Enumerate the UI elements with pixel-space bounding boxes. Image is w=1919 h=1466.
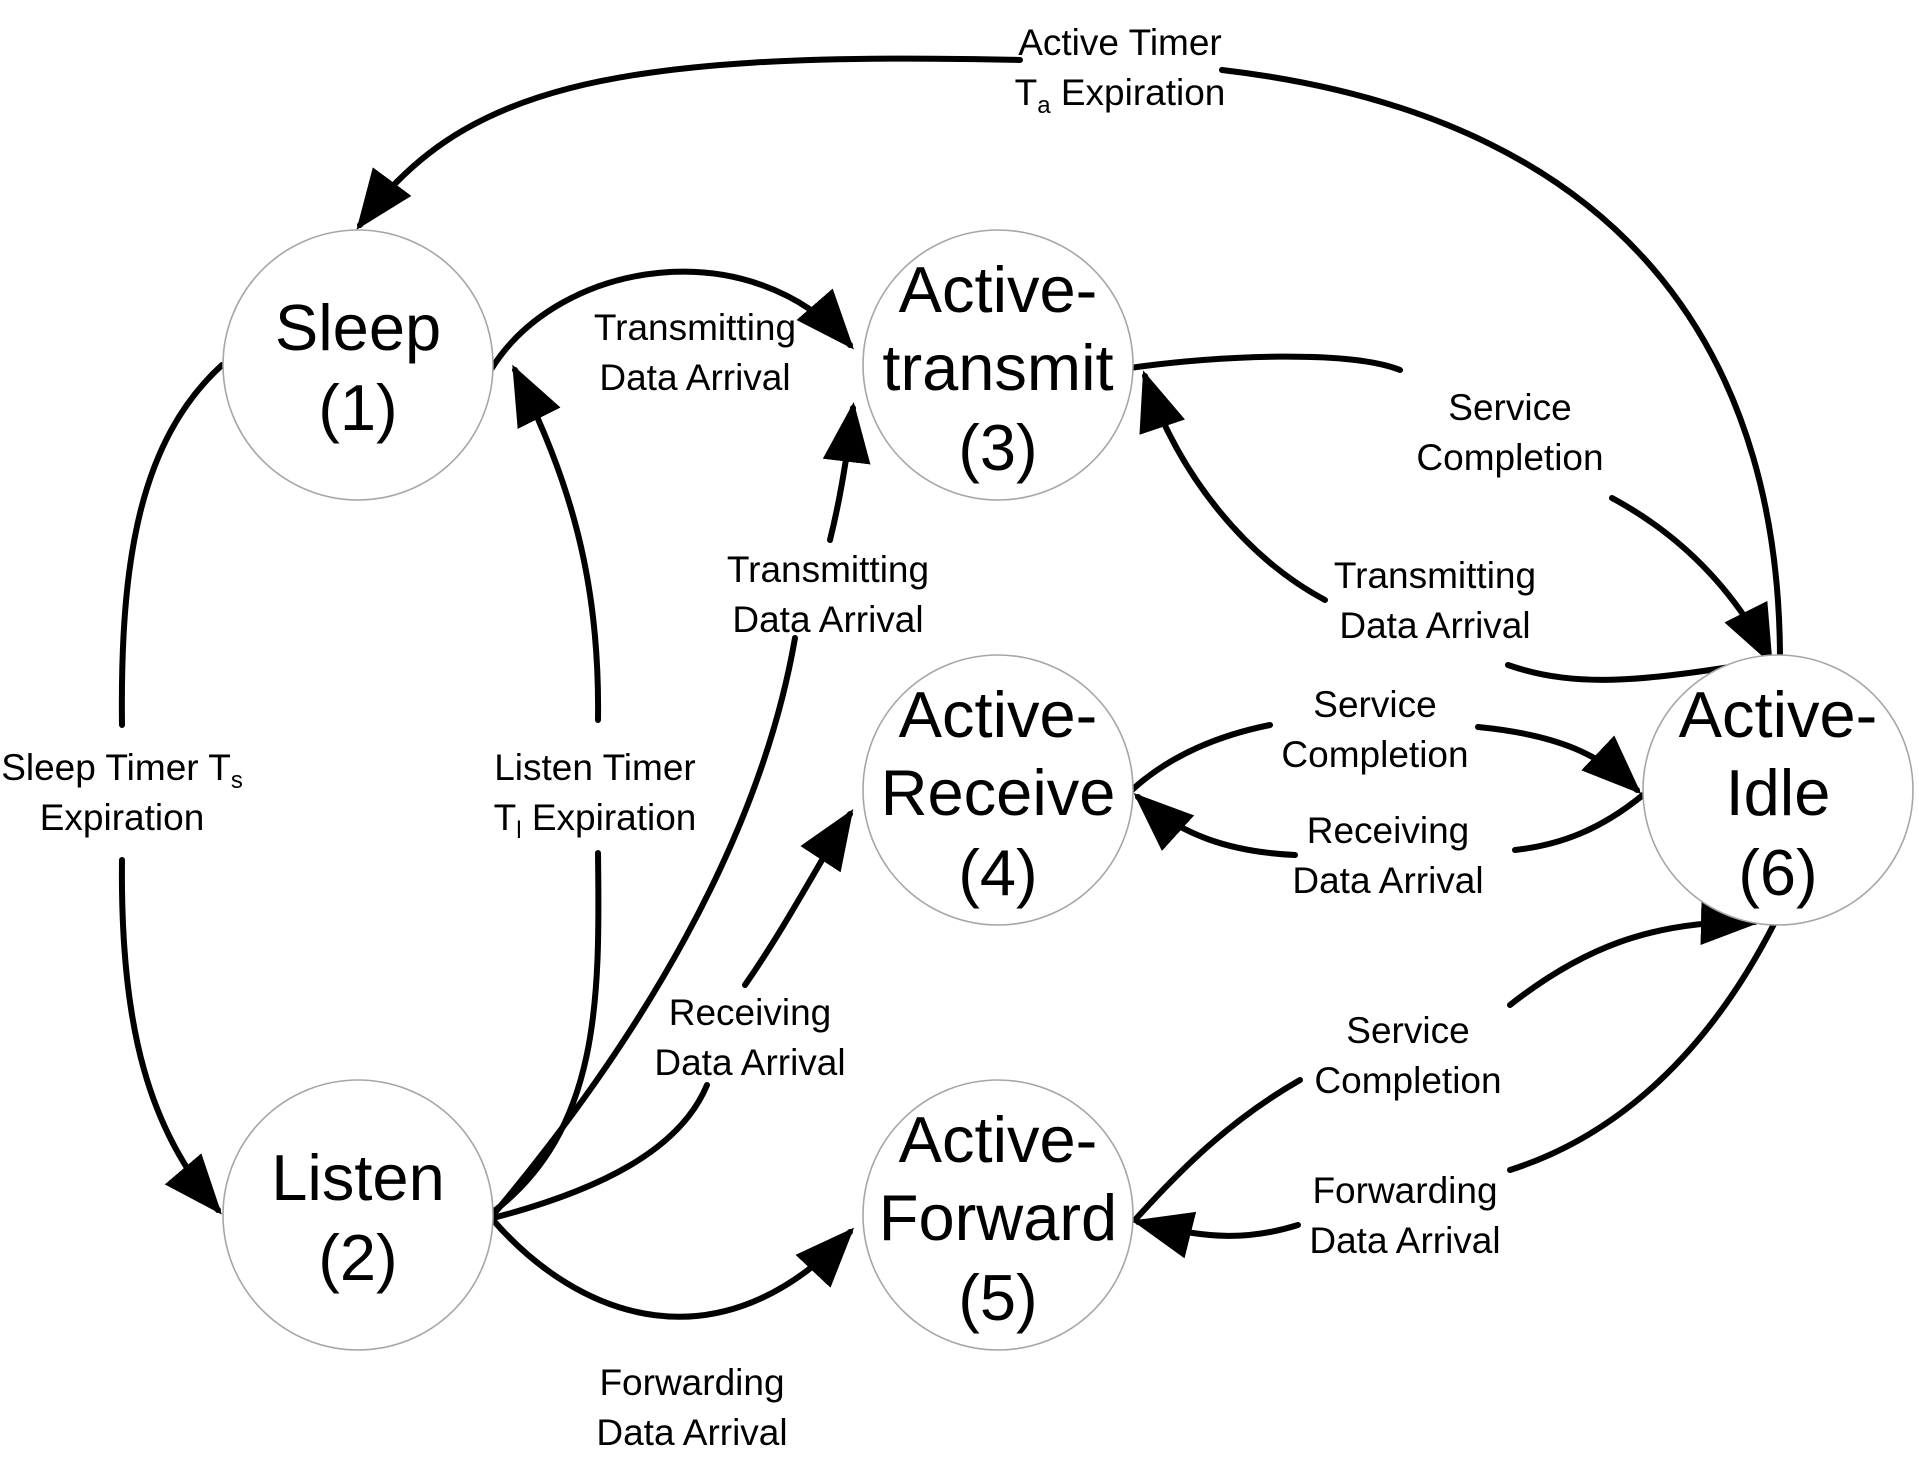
edge-transmit-service-upper: [1127, 353, 1403, 373]
edge-transmit-service-lower: [1609, 495, 1773, 666]
edge-listen-to-transmit-lower: [490, 635, 798, 1218]
state-active-transmit-number: (3): [958, 411, 1037, 484]
label-listen-to-receive: Receiving Data Arrival: [654, 992, 845, 1083]
label-listen-to-forward: Forwarding Data Arrival: [596, 1362, 787, 1453]
svg-text:Receiving: Receiving: [669, 992, 831, 1033]
svg-text:Receiving: Receiving: [1307, 810, 1469, 851]
state-listen: Listen (2): [222, 1079, 494, 1351]
edge-sleep-timer-lower: [118, 857, 222, 1215]
edge-active-timer-expiration: [356, 55, 1023, 230]
label-sleep-to-transmit: Transmitting Data Arrival: [594, 307, 796, 398]
edge-forward-service-upper: [1507, 896, 1761, 1008]
state-sleep-name: Sleep: [275, 291, 441, 364]
edge-sleep-timer-upper: [118, 362, 225, 728]
state-active-idle-line2: Idle: [1726, 756, 1831, 829]
svg-text:Transmitting: Transmitting: [1334, 555, 1536, 596]
edge-sleep-to-transmit: [489, 268, 854, 371]
svg-text:Data Arrival: Data Arrival: [1292, 860, 1483, 901]
edge-listen-to-receive-lower: [490, 1082, 710, 1221]
state-active-idle: Active- Idle (6): [1642, 654, 1914, 926]
edge-listen-to-forward: [490, 1217, 855, 1320]
edge-active-timer-expiration-tail: [1219, 67, 1783, 663]
svg-text:Service: Service: [1448, 387, 1571, 428]
svg-text:Data Arrival: Data Arrival: [732, 599, 923, 640]
svg-text:Tl Expiration: Tl Expiration: [494, 797, 697, 844]
state-active-receive-number: (4): [958, 836, 1037, 909]
svg-text:Data Arrival: Data Arrival: [596, 1412, 787, 1453]
label-forward-service: Service Completion: [1314, 1010, 1501, 1101]
state-sleep: Sleep (1): [222, 229, 494, 501]
edge-idle-to-transmit-upper: [1139, 370, 1328, 603]
edge-forward-service-lower: [1132, 1077, 1303, 1223]
label-active-timer: Active Timer Ta Expiration: [1015, 22, 1226, 119]
svg-text:Active Timer: Active Timer: [1018, 22, 1222, 63]
label-listen-timer: Listen Timer Tl Expiration: [494, 747, 697, 844]
svg-text:Listen Timer: Listen Timer: [494, 747, 696, 788]
edge-listen-to-transmit-upper: [822, 402, 871, 543]
label-listen-to-transmit: Transmitting Data Arrival: [727, 549, 929, 640]
state-listen-name: Listen: [271, 1141, 444, 1214]
state-sleep-number: (1): [318, 371, 397, 444]
svg-text:Service: Service: [1346, 1010, 1469, 1051]
svg-text:Sleep Timer Ts: Sleep Timer Ts: [1, 747, 243, 794]
state-listen-number: (2): [318, 1221, 397, 1294]
svg-text:Service: Service: [1313, 684, 1436, 725]
svg-text:Forwarding: Forwarding: [1312, 1170, 1497, 1211]
label-idle-to-forward: Forwarding Data Arrival: [1309, 1170, 1500, 1261]
state-active-idle-line1: Active-: [1679, 678, 1878, 751]
state-active-receive: Active- Receive (4): [862, 654, 1134, 926]
svg-text:Completion: Completion: [1314, 1060, 1501, 1101]
state-active-forward-number: (5): [958, 1261, 1037, 1334]
svg-text:Completion: Completion: [1416, 437, 1603, 478]
edges: [118, 55, 1783, 1320]
label-transmit-service: Service Completion: [1416, 387, 1603, 478]
state-active-receive-line2: Receive: [881, 756, 1116, 829]
state-active-idle-number: (6): [1738, 836, 1817, 909]
svg-text:Transmitting: Transmitting: [594, 307, 796, 348]
state-active-receive-line1: Active-: [899, 678, 1098, 751]
state-active-forward-line1: Active-: [899, 1103, 1098, 1176]
svg-text:Data Arrival: Data Arrival: [1339, 605, 1530, 646]
svg-text:Transmitting: Transmitting: [727, 549, 929, 590]
edge-receive-service-left: [1129, 722, 1273, 793]
label-receive-service: Service Completion: [1281, 684, 1468, 775]
state-active-transmit-line1: Active-: [899, 253, 1098, 326]
edge-idle-to-receive-left: [1133, 792, 1298, 858]
label-sleep-timer: Sleep Timer Ts Expiration: [1, 747, 243, 838]
svg-text:Expiration: Expiration: [40, 797, 205, 838]
edge-listen-timer-lower: [490, 850, 602, 1215]
svg-text:Data Arrival: Data Arrival: [1309, 1220, 1500, 1261]
svg-text:Forwarding: Forwarding: [599, 1362, 784, 1403]
edge-idle-to-forward-upper: [1507, 919, 1778, 1173]
svg-text:Ta Expiration: Ta Expiration: [1015, 72, 1226, 119]
edge-receive-service-right: [1475, 724, 1642, 795]
label-idle-to-transmit: Transmitting Data Arrival: [1334, 555, 1536, 646]
state-active-forward: Active- Forward (5): [862, 1079, 1134, 1351]
state-active-transmit: Active- transmit (3): [862, 229, 1134, 501]
edge-listen-timer-upper: [512, 364, 602, 723]
svg-text:Data Arrival: Data Arrival: [654, 1042, 845, 1083]
edge-idle-to-receive-right: [1512, 792, 1646, 853]
edge-listen-to-receive-upper: [742, 808, 854, 988]
state-active-forward-line2: Forward: [879, 1181, 1117, 1254]
svg-text:Completion: Completion: [1281, 734, 1468, 775]
edge-idle-to-forward-lower: [1132, 1211, 1301, 1259]
label-idle-to-receive: Receiving Data Arrival: [1292, 810, 1483, 901]
svg-text:Data Arrival: Data Arrival: [599, 357, 790, 398]
state-active-transmit-line2: transmit: [882, 331, 1113, 404]
